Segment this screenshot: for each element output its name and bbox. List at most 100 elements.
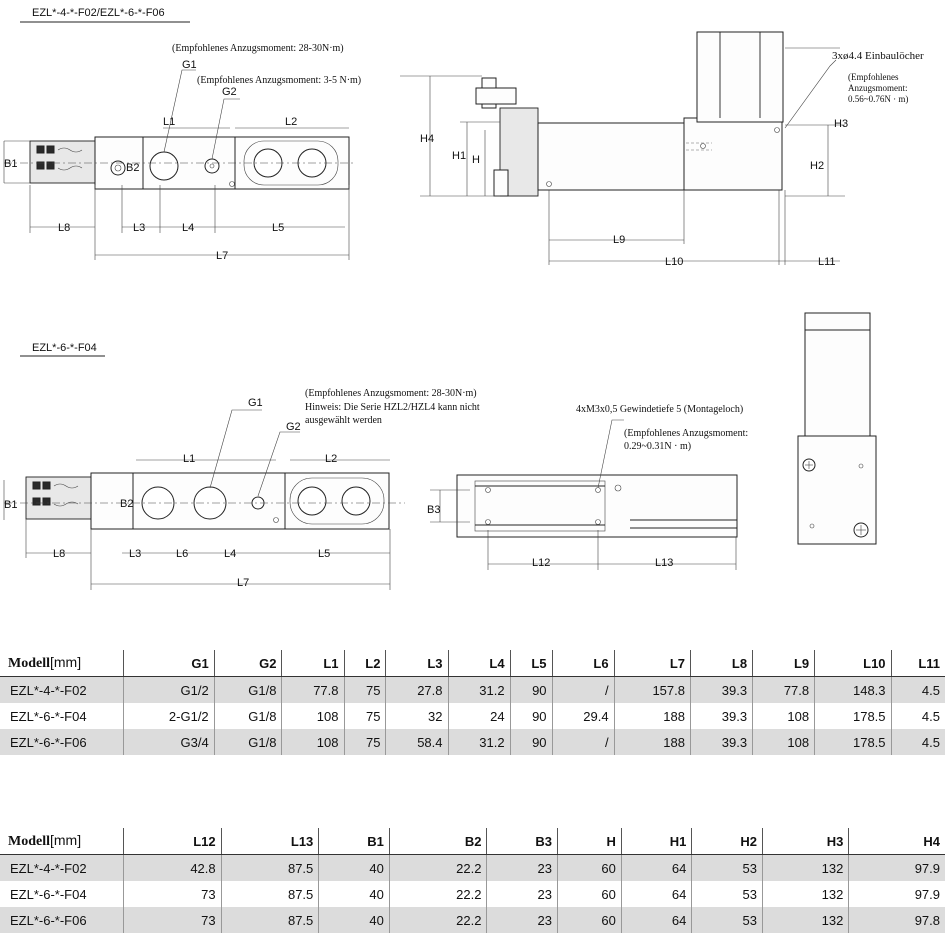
table-cell: 22.2 (389, 854, 488, 881)
note-torque-g2-top: (Empfohlenes Anzugsmoment: 3-5 N·m) (197, 75, 361, 86)
dim-l5-top: L5 (272, 222, 284, 234)
table-cell: 29.4 (552, 703, 615, 729)
table-header-row: Modell[mm] G1 G2 L1 L2 L3 L4 L5 L6 L7 L8… (0, 650, 945, 677)
note-mount-holes: 3xø4.4 Einbaulöcher (832, 50, 924, 62)
dimension-lines-side (400, 47, 845, 265)
table-cell-model: EZL*-6-*-F06 (0, 907, 124, 933)
dim-l3-mid: L3 (129, 548, 141, 560)
table-cell: 60 (557, 881, 622, 907)
table-cell: 39.3 (690, 676, 754, 703)
table-header-cell: L3 (385, 650, 449, 677)
spec-table-2: Modell[mm] L12 L13 B1 B2 B3 H H1 H2 H3 H… (0, 828, 945, 933)
table-cell: 97.8 (848, 907, 945, 933)
table-cell: 40 (318, 881, 390, 907)
dim-l2-top: L2 (285, 116, 297, 128)
table-cell: 73 (123, 881, 222, 907)
note-hint-1: Hinweis: Die Serie HZL2/HZL4 kann nicht (305, 402, 480, 413)
dim-l8-mid: L8 (53, 548, 65, 560)
note-thread-torque-2: 0.29~0.31N · m) (624, 441, 691, 452)
table-cell: 64 (621, 907, 693, 933)
dim-b2-mid: B2 (120, 498, 133, 510)
table-cell: 39.3 (690, 729, 754, 755)
dim-l2-mid: L2 (325, 453, 337, 465)
table-cell: 32 (385, 703, 449, 729)
table-cell: 108 (752, 703, 816, 729)
spec-table-1: Modell[mm] G1 G2 L1 L2 L3 L4 L5 L6 L7 L8… (0, 650, 945, 755)
table-header-cell: L12 (123, 828, 222, 855)
note-thread-hole: 4xM3x0,5 Gewindetiefe 5 (Montageloch) (576, 404, 743, 415)
table-cell: 132 (762, 854, 850, 881)
dim-h4-label: H4 (420, 133, 434, 145)
table-cell: 40 (318, 854, 390, 881)
table-cell: 90 (510, 703, 553, 729)
table-cell: 157.8 (614, 676, 692, 703)
table-cell-model: EZL*-6-*-F04 (0, 703, 124, 729)
dim-h3: H3 (834, 118, 848, 130)
table-cell: 108 (281, 703, 345, 729)
table-cell: 188 (614, 703, 692, 729)
table-cell: 77.8 (752, 676, 816, 703)
dim-h: H (472, 154, 480, 166)
table-header-cell: L1 (281, 650, 345, 677)
dim-b3: B3 (427, 504, 440, 516)
table-cell: 4.5 (921, 708, 940, 724)
table-cell: 132 (762, 881, 850, 907)
table-cell: 178.5 (814, 729, 892, 755)
table-cell: G1/8 (214, 703, 283, 729)
table-cell: 31.2 (448, 729, 511, 755)
dimension-lines-bottom (430, 419, 737, 570)
dim-h2: H2 (810, 160, 824, 172)
valve-end-view (797, 312, 877, 545)
dim-l10: L10 (665, 256, 683, 268)
table-cell: 108 (281, 729, 345, 755)
table-cell: 64 (621, 854, 693, 881)
valve-top-view-1 (4, 136, 355, 190)
dim-l13: L13 (655, 557, 673, 569)
table-header-cell: L7 (614, 650, 692, 677)
table-cell: 53 (691, 907, 763, 933)
table-cell: 90 (510, 676, 553, 703)
note-mount-torque-3: 0.56~0.76N · m) (848, 94, 908, 104)
valve-top-view-2 (4, 472, 405, 530)
table-cell: G1/2 (123, 676, 215, 703)
valve-side-view (475, 31, 784, 197)
table-cell: 77.8 (281, 676, 345, 703)
dim-g2-mid: G2 (286, 421, 301, 433)
table-cell: 39.3 (690, 703, 754, 729)
table-header-cell: B2 (389, 828, 488, 855)
table-cell: 90 (510, 729, 553, 755)
table-header-row: Modell[mm] L12 L13 B1 B2 B3 H H1 H2 H3 H… (0, 828, 945, 855)
table-header-cell: B3 (486, 828, 559, 855)
table-cell: 42.8 (123, 854, 222, 881)
table-header-cell: G1 (123, 650, 215, 677)
table-cell: 2-G1/2 (123, 703, 215, 729)
dim-l1-mid: L1 (183, 453, 195, 465)
table-header-cell: L9 (752, 650, 816, 677)
note-mount-torque-1: (Empfohlenes (848, 72, 899, 82)
section1-title: EZL*-4-*-F02/EZL*-6-*-F06 (32, 7, 165, 19)
table-cell: 97.9 (848, 854, 945, 881)
dimension-lines-2 (3, 409, 391, 590)
table-header-cell: B1 (318, 828, 390, 855)
table-cell: 23 (486, 881, 559, 907)
dim-h1: H1 (452, 150, 466, 162)
note-hint-2: ausgewählt werden (305, 415, 382, 426)
dim-l4-top: L4 (182, 222, 194, 234)
section2-title: EZL*-6-*-F04 (32, 342, 97, 354)
table-cell: 75 (344, 676, 387, 703)
table-cell: 97.9 (914, 886, 940, 902)
dim-l8-top: L8 (58, 222, 70, 234)
table-cell: 27.8 (385, 676, 449, 703)
table-cell: 87.5 (221, 881, 320, 907)
note-thread-torque-1: (Empfohlenes Anzugsmoment: (624, 428, 748, 439)
dim-b1-mid: B1 (4, 499, 17, 511)
note-mount-torque-2: Anzugsmoment: (848, 83, 908, 93)
table-cell: 58.4 (385, 729, 449, 755)
table-header-model: Modell[mm] (0, 650, 124, 677)
table-cell: 75 (344, 703, 387, 729)
note-torque-g1-mid: (Empfohlenes Anzugsmoment: 28-30N·m) (305, 388, 477, 399)
